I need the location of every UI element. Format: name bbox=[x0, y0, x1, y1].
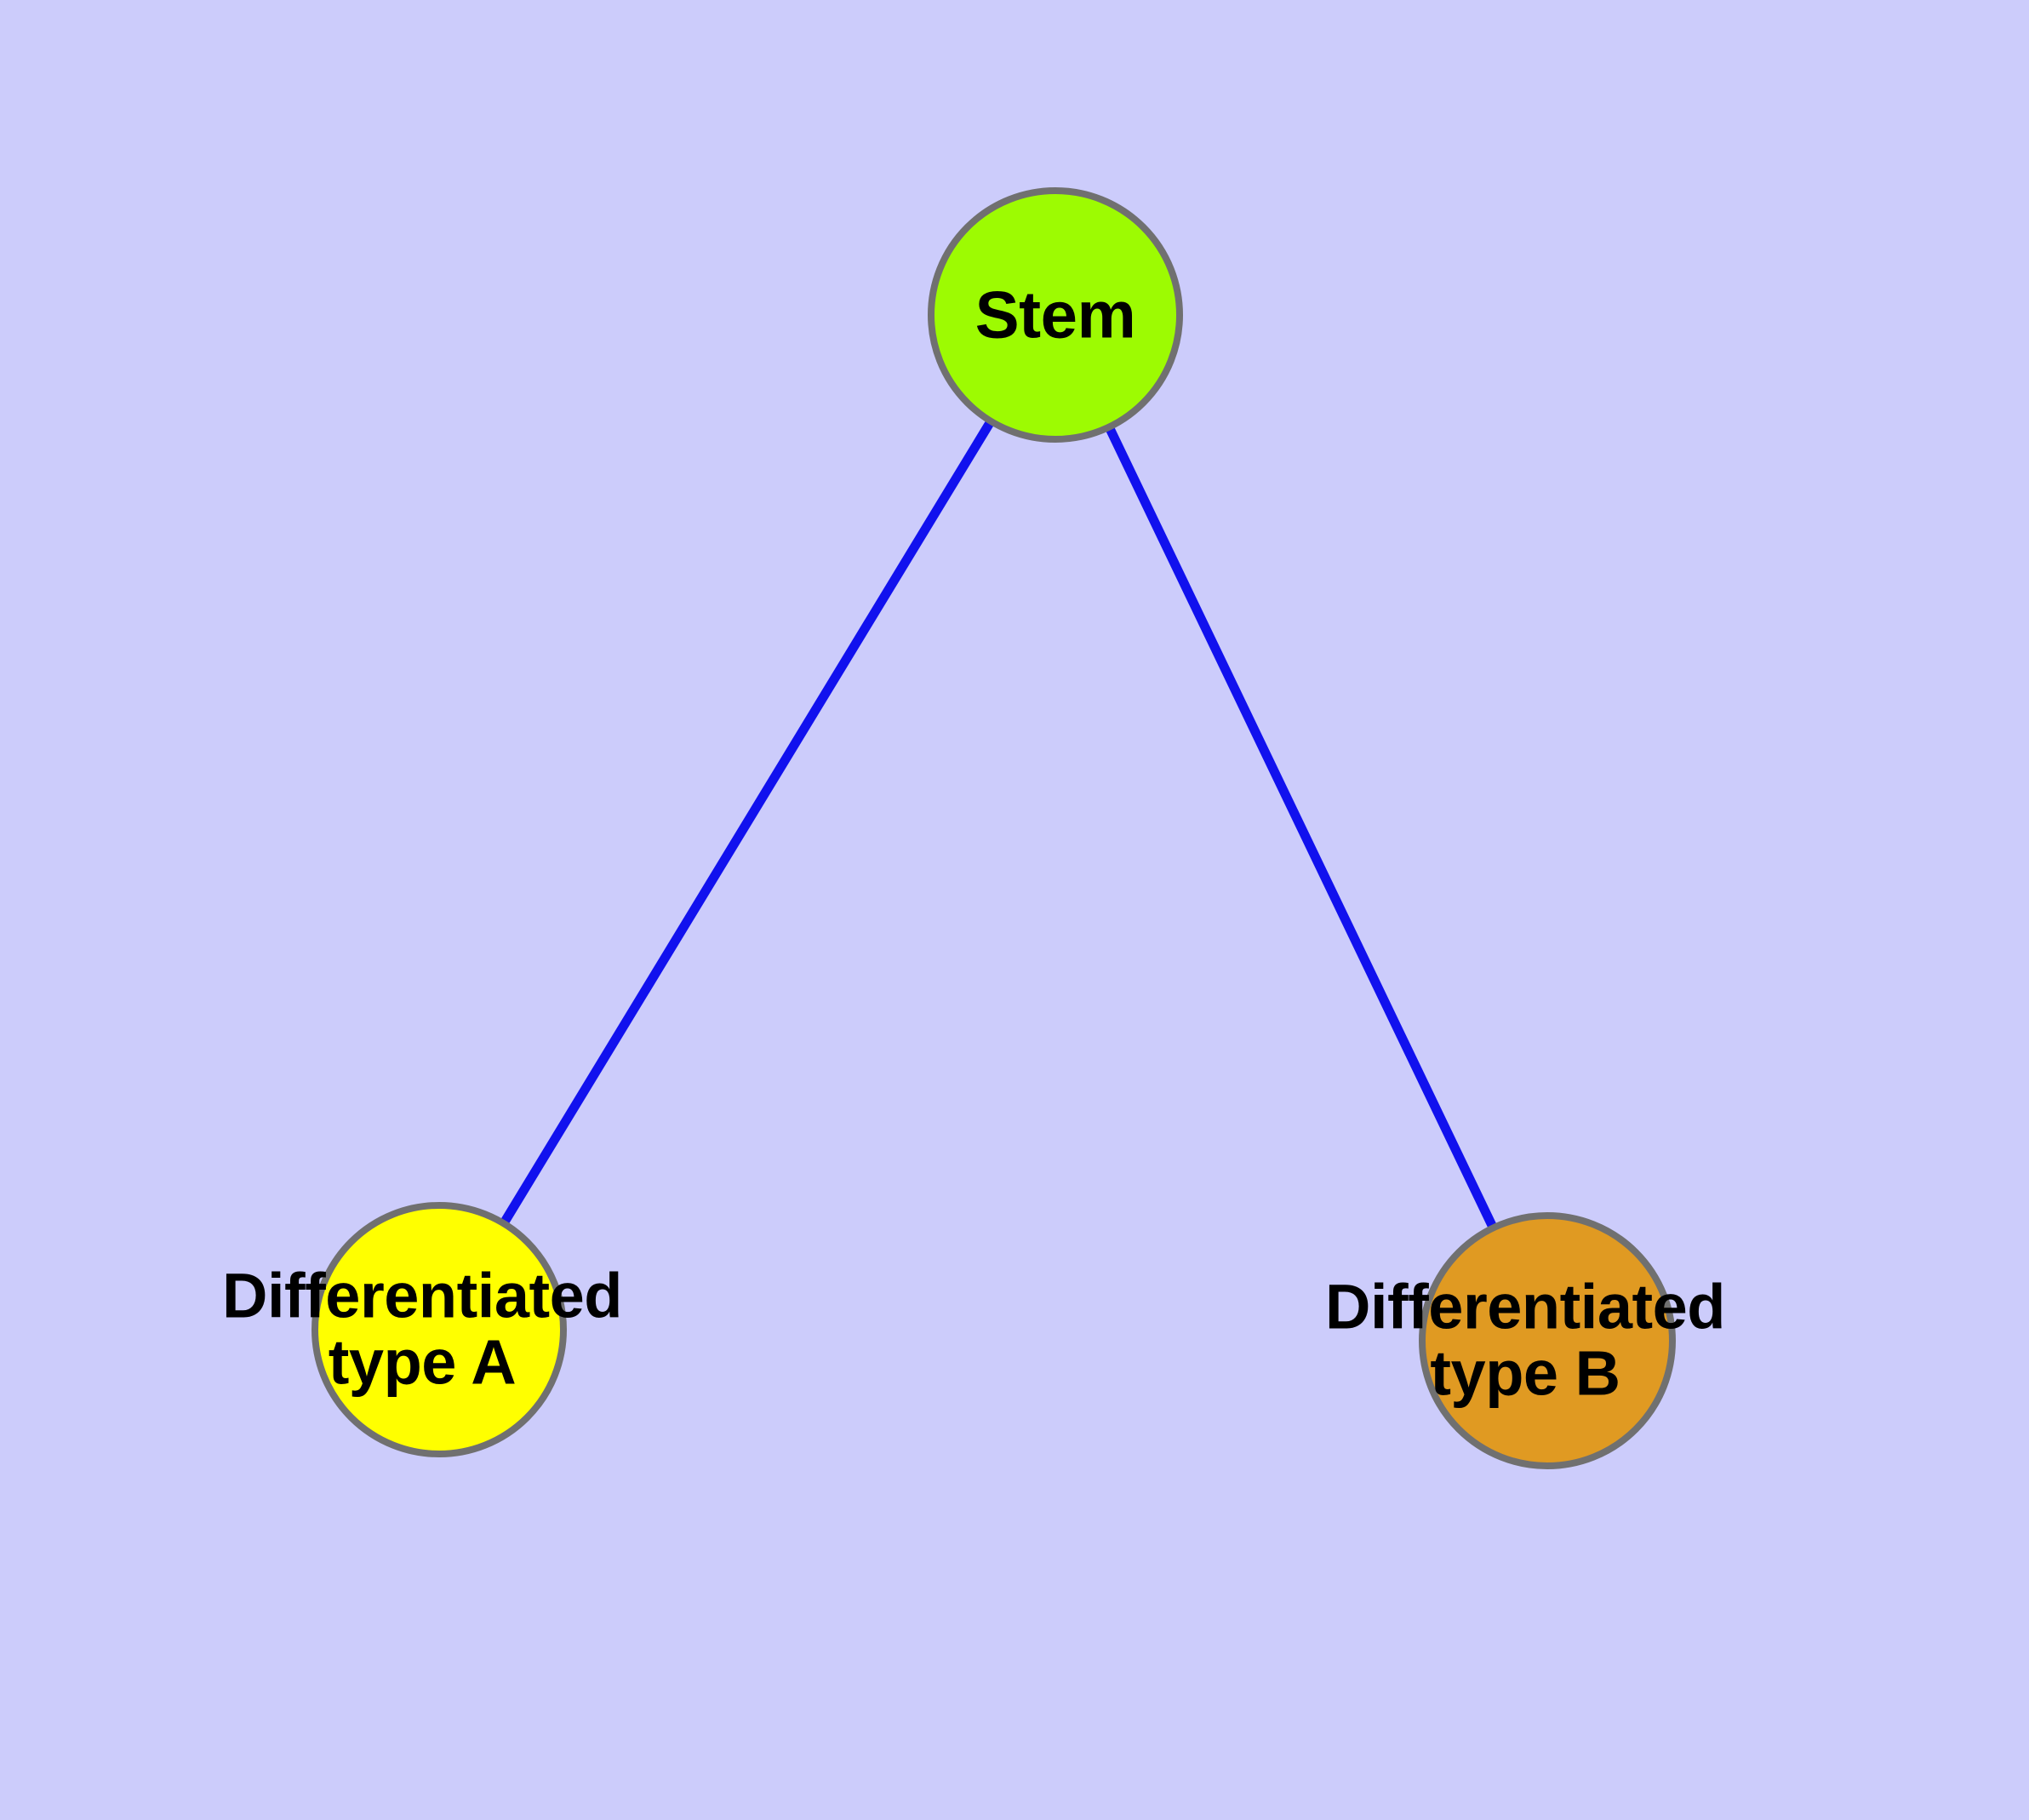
node-stem-circle[interactable] bbox=[928, 187, 1183, 443]
node-layer bbox=[311, 187, 1676, 1469]
edge-stem-to-differentiated-type-b[interactable] bbox=[1051, 312, 1552, 1343]
node-differentiated-type-a-circle[interactable] bbox=[311, 1202, 567, 1457]
node-differentiated-type-b-circle[interactable] bbox=[1419, 1212, 1676, 1469]
edge-layer bbox=[435, 312, 1552, 1343]
edge-stem-to-differentiated-type-a[interactable] bbox=[435, 312, 1060, 1332]
